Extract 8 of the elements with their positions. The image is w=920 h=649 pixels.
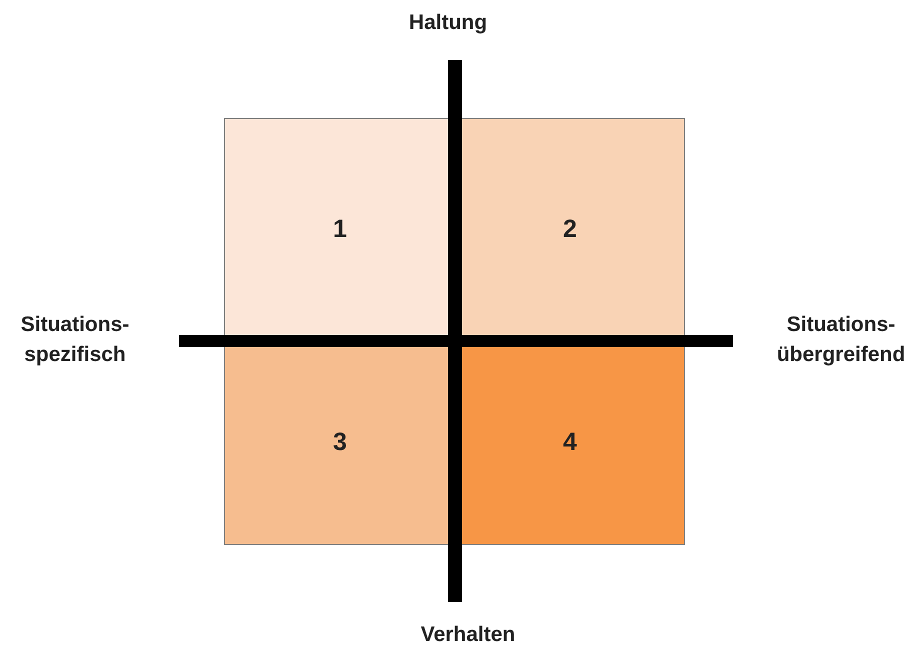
quadrant-number: 2: [563, 215, 577, 244]
axis-end-label: Situations- spezifisch: [20, 312, 130, 368]
axis-label: Verhalten: [420, 622, 516, 648]
quadrant-number: 4: [563, 428, 577, 457]
quadrant-number: 1: [333, 215, 347, 244]
axis-end-label: Situations- übergreifend: [776, 312, 906, 368]
axis-label: Haltung: [408, 10, 488, 36]
quadrant-number: 3: [333, 428, 347, 457]
